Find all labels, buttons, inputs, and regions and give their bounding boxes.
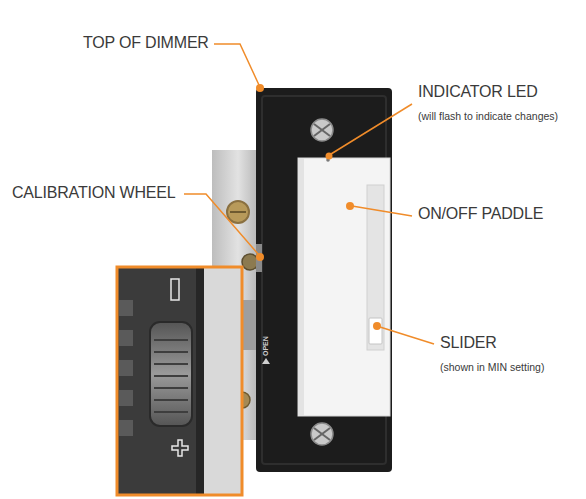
inset-paddle-edge <box>203 267 242 495</box>
callout-label: TOP OF DIMMER <box>83 34 209 52</box>
device-marking: OPEN <box>262 336 270 356</box>
screw-slot <box>314 428 330 440</box>
wallplate <box>256 88 392 472</box>
inset-gap <box>196 267 204 495</box>
leader-lines <box>184 44 434 344</box>
callout-note: (will flash to indicate changes) <box>418 110 558 122</box>
slider-knob <box>369 318 382 344</box>
calibration-wheel <box>150 322 192 426</box>
screw-slot <box>314 124 330 136</box>
paddle <box>298 158 390 416</box>
open-arrow <box>262 358 270 364</box>
minus-symbol <box>171 279 179 300</box>
paddle-edge <box>298 158 304 416</box>
screw-slot <box>314 428 330 440</box>
screw-slot <box>314 124 330 136</box>
callout-label: INDICATOR LED <box>418 83 538 101</box>
inset-ridges <box>119 300 133 436</box>
wheel-ridges <box>154 340 188 412</box>
terminal-screw <box>227 201 249 223</box>
callout-label: CALIBRATION WHEEL <box>12 184 175 202</box>
plus-symbol <box>172 440 188 456</box>
callout-label: ON/OFF PADDLE <box>418 205 543 223</box>
screw-slot <box>230 211 246 213</box>
inset-frame <box>117 267 242 495</box>
mounting-screw <box>311 119 333 141</box>
leader-dots <box>256 84 381 330</box>
inset-ground <box>117 267 242 495</box>
callout-note: (shown in MIN setting) <box>440 361 544 373</box>
mounting-screw <box>311 423 333 445</box>
callout-label: SLIDER <box>440 334 497 352</box>
terminal-screw <box>242 254 258 270</box>
